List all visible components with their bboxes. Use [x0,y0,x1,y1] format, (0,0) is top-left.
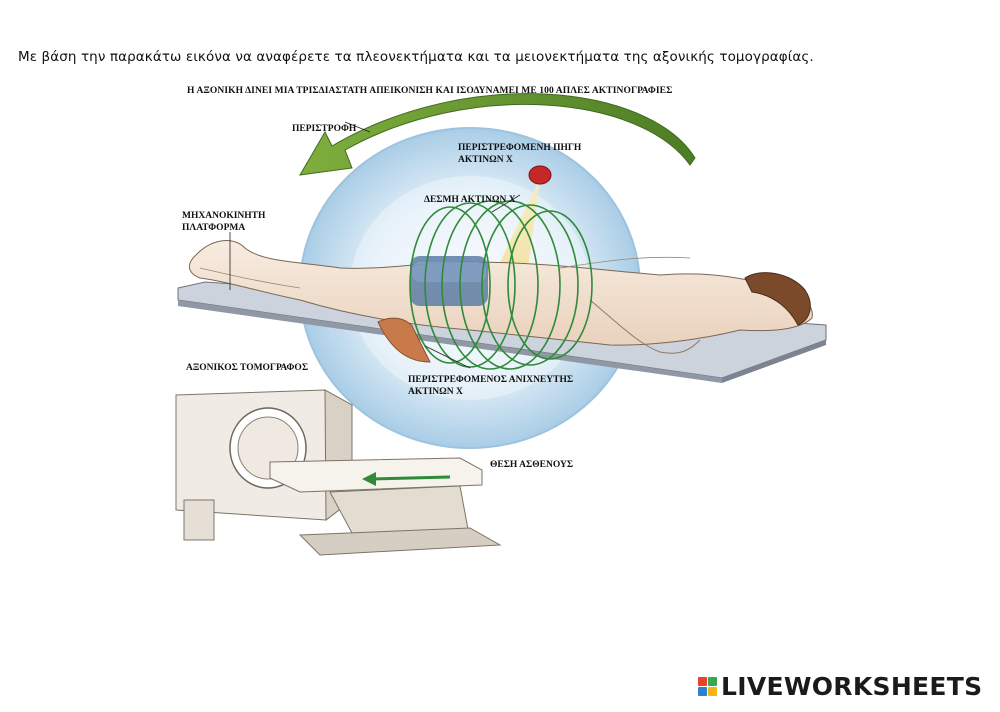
logo-text: LIVEWORKSHEETS [721,671,983,701]
label-detector-line2: ΑΚΤΙΝΩΝ Χ [408,387,463,397]
label-ct-scanner: ΑΞΟΝΙΚΟΣ ΤΟΜΟΓΡΑΦΟΣ [186,363,309,373]
label-platform-line2: ΠΛΑΤΦΟΡΜΑ [182,223,246,233]
figure-title: Η ΑΞΟΝΙΚΗ ΔΙΝΕΙ ΜΙΑ ΤΡΙΣΔΙΑΣΤΑΤΗ ΑΠΕΙΚΟΝ… [187,86,673,96]
ct-scanner-machine [175,389,502,556]
liveworksheets-logo: LIVEWORKSHEETS [698,671,983,701]
label-source-line2: ΑΚΤΙΝΩΝ Χ [458,155,513,165]
label-platform-line1: ΜΗΧΑΝΟΚΙΝΗΤΗ [182,211,266,221]
label-rotating-detector: ΠΕΡΙΣΤΡΕΦΟΜΕΝΟΣ ΑΝΙΧΝΕΥΤΗΣ ΑΚΤΙΝΩΝ Χ [408,374,573,398]
logo-square-green [708,676,717,686]
xray-detector [377,317,431,363]
logo-mark-icon [698,676,717,696]
label-platform: ΜΗΧΑΝΟΚΙΝΗΤΗ ΠΛΑΤΦΟΡΜΑ [182,210,265,234]
label-detector-line1: ΠΕΡΙΣΤΡΕΦΟΜΕΝΟΣ ΑΝΙΧΝΕΥΤΗΣ [408,375,574,385]
label-source-line1: ΠΕΡΙΣΤΡΕΦΟΜΕΝΗ ΠΗΓΗ [458,143,582,153]
leader-lines [229,121,521,369]
logo-square-yellow [708,686,717,696]
rotation-arrow [299,93,696,176]
patient-body [188,240,813,354]
logo-square-red [698,676,707,686]
logo-square-blue [698,686,707,696]
label-patient-position: ΘΕΣΗ ΑΣΘΕΝΟΥΣ [490,460,574,470]
label-rotating-source: ΠΕΡΙΣΤΡΕΦΟΜΕΝΗ ΠΗΓΗ ΑΚΤΙΝΩΝ Χ [458,142,581,166]
label-xray-beam: ΔΕΣΜΗ ΑΚΤΙΝΩΝ Χ [424,195,516,205]
instruction-text: Με βάση την παρακάτω εικόνα να αναφέρετε… [18,49,814,65]
label-rotation: ΠΕΡΙΣΤΡΟΦΗ [292,124,357,134]
xray-source [528,165,552,185]
